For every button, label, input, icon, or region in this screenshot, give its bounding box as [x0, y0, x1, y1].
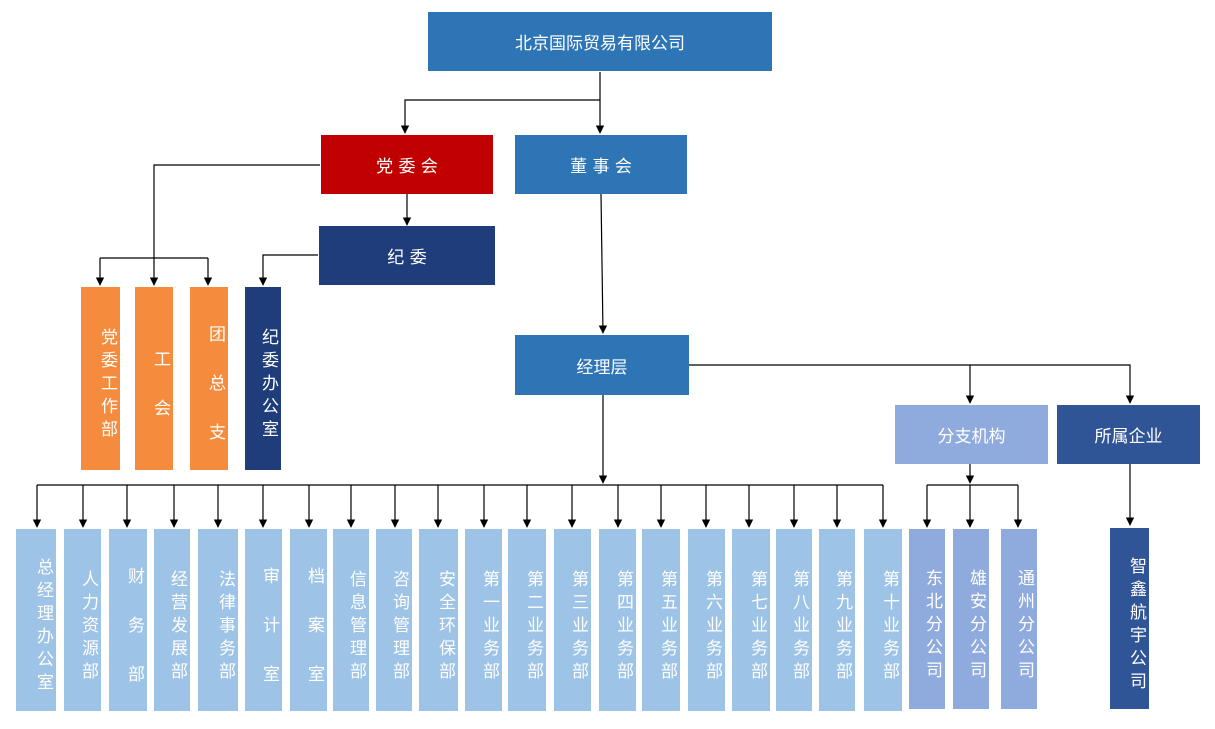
- management-box: 经理层: [515, 335, 689, 395]
- affiliate-box: 智鑫航宇公司: [1110, 528, 1149, 709]
- board-box: 董 事 会: [515, 135, 687, 194]
- party-unit-box: 工 会: [135, 287, 173, 470]
- department-box: 第六业务部: [688, 529, 725, 711]
- party-committee-box: 党 委 会: [321, 135, 493, 194]
- department-box: 财 务 部: [109, 529, 147, 711]
- department-box: 经营发展部: [154, 529, 190, 711]
- party-unit-box: 党委工作部: [81, 287, 120, 470]
- branch-box: 东北分公司: [909, 529, 945, 709]
- department-box: 第九业务部: [819, 529, 855, 711]
- department-box: 审 计 室: [245, 529, 282, 711]
- department-box: 信息管理部: [333, 529, 369, 711]
- party-unit-box: 团 总 支: [190, 287, 228, 470]
- department-box: 第十业务部: [864, 529, 902, 711]
- department-box: 档 案 室: [290, 529, 327, 711]
- department-box: 第二业务部: [508, 529, 546, 711]
- department-box: 第七业务部: [732, 529, 770, 711]
- affiliates-group-box: 所属企业: [1057, 405, 1200, 464]
- branch-group-box: 分支机构: [895, 405, 1048, 464]
- department-box: 第五业务部: [642, 529, 680, 711]
- department-box: 第四业务部: [599, 529, 636, 711]
- branch-box: 通州分公司: [1001, 529, 1037, 709]
- department-box: 法律事务部: [198, 529, 238, 711]
- department-box: 咨询管理部: [376, 529, 412, 711]
- department-box: 第八业务部: [776, 529, 812, 711]
- discipline-office-box: 纪委办公室: [245, 287, 281, 470]
- company-box: 北京国际贸易有限公司: [428, 12, 772, 71]
- branch-box: 雄安分公司: [953, 529, 989, 709]
- department-box: 第一业务部: [465, 529, 502, 711]
- department-box: 总经理办公室: [16, 529, 56, 711]
- department-box: 第三业务部: [554, 529, 591, 711]
- discipline-committee-box: 纪 委: [319, 226, 495, 285]
- department-box: 安全环保部: [419, 529, 458, 711]
- department-box: 人力资源部: [64, 529, 101, 711]
